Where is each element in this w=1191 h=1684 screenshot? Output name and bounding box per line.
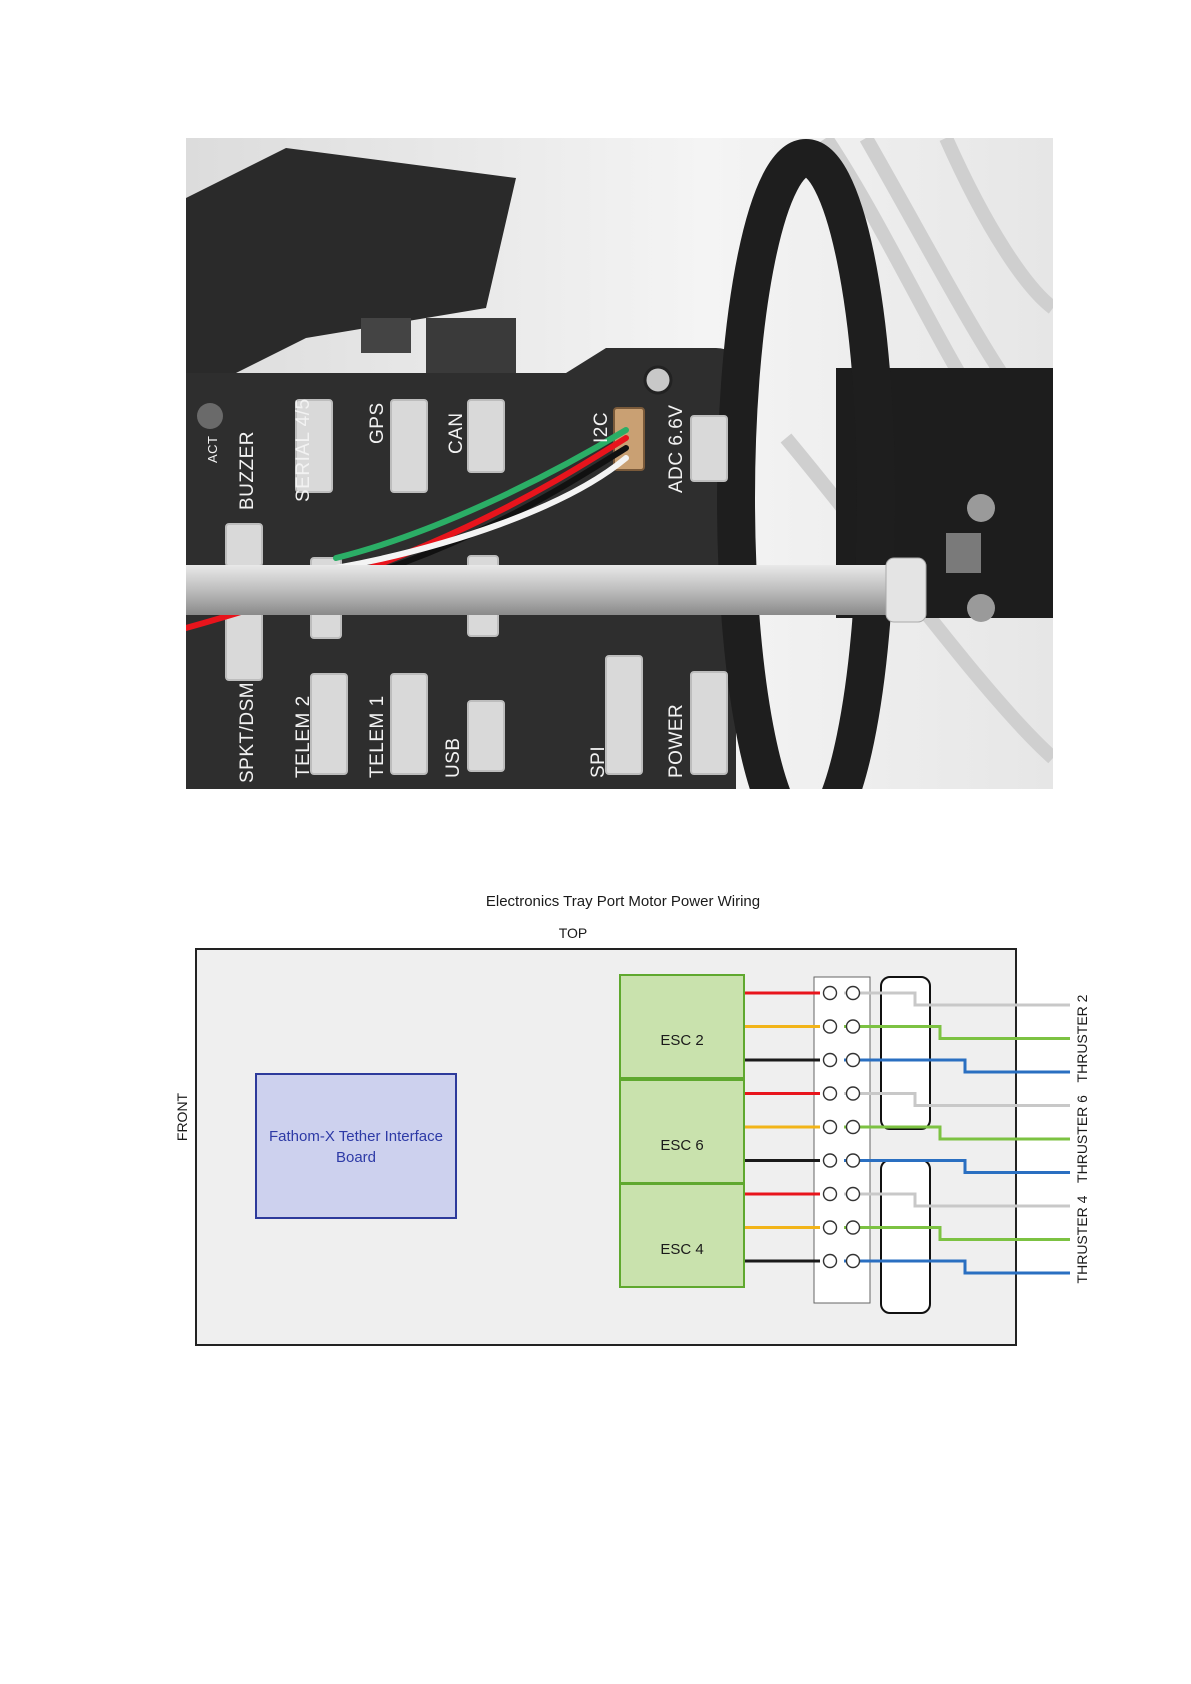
terminal-left <box>824 1255 837 1268</box>
thruster-1-label: THRUSTER 2 <box>1074 994 1090 1082</box>
photo-label-serial45: SERIAL 4/5 <box>293 398 314 502</box>
top-label: TOP <box>559 925 588 941</box>
photo-label-telem2: TELEM 2 <box>293 695 314 778</box>
terminal-right <box>847 987 860 1000</box>
esc-2-box <box>620 1080 744 1183</box>
front-label: FRONT <box>174 1092 190 1141</box>
horizontal-rod <box>186 565 906 615</box>
autopilot-photo: ACT BUZZER SERIAL 4/5 GPS CAN I2C ADC 6.… <box>186 138 1053 789</box>
esc-3-box <box>620 1184 744 1287</box>
terminal-left <box>824 1221 837 1234</box>
terminal-left <box>824 1020 837 1033</box>
terminal-left <box>824 1188 837 1201</box>
terminal-left <box>824 1121 837 1134</box>
thruster-3-label: THRUSTER 4 <box>1074 1195 1090 1283</box>
photo-label-usb: USB <box>443 737 464 778</box>
terminal-left <box>824 1087 837 1100</box>
terminal-right <box>847 1121 860 1134</box>
board-label-line1: Fathom-X Tether Interface <box>269 1128 443 1145</box>
board-label-line2: Board <box>336 1149 376 1166</box>
screw <box>645 367 671 393</box>
terminal-right <box>847 1054 860 1067</box>
photo-label-gps: GPS <box>367 402 388 444</box>
esc-label: ESC 4 <box>660 1241 703 1258</box>
terminal-right <box>847 1154 860 1167</box>
act-led <box>197 403 223 429</box>
photo-label-telem1: TELEM 1 <box>367 695 388 778</box>
photo-label-buzzer: BUZZER <box>237 431 258 510</box>
tether-interface-board <box>256 1074 456 1218</box>
diagram-title: Electronics Tray Port Motor Power Wiring <box>486 893 760 910</box>
photo-label-i2c: I2C <box>591 412 612 443</box>
esc-1-box <box>620 975 744 1078</box>
esc-label: ESC 2 <box>660 1032 703 1049</box>
terminal-right <box>847 1020 860 1033</box>
photo-label-spi: SPI <box>588 746 609 778</box>
wiring-diagram: Electronics Tray Port Motor Power Wiring… <box>160 880 1100 1360</box>
esc-label: ESC 6 <box>660 1137 703 1154</box>
terminal-right <box>847 1221 860 1234</box>
photo-label-can: CAN <box>446 412 467 454</box>
terminal-right <box>847 1255 860 1268</box>
photo-label-act: ACT <box>205 436 220 464</box>
terminal-left <box>824 1054 837 1067</box>
thruster-2-label: THRUSTER 6 <box>1074 1095 1090 1183</box>
connector-housing-lower <box>881 1160 930 1313</box>
photo-label-power: POWER <box>666 704 687 778</box>
terminal-right <box>847 1087 860 1100</box>
photo-label-spkt: SPKT/DSM <box>237 682 258 783</box>
terminal-right <box>847 1188 860 1201</box>
terminal-left <box>824 1154 837 1167</box>
terminal-left <box>824 987 837 1000</box>
photo-label-adc: ADC 6.6V <box>666 405 687 493</box>
